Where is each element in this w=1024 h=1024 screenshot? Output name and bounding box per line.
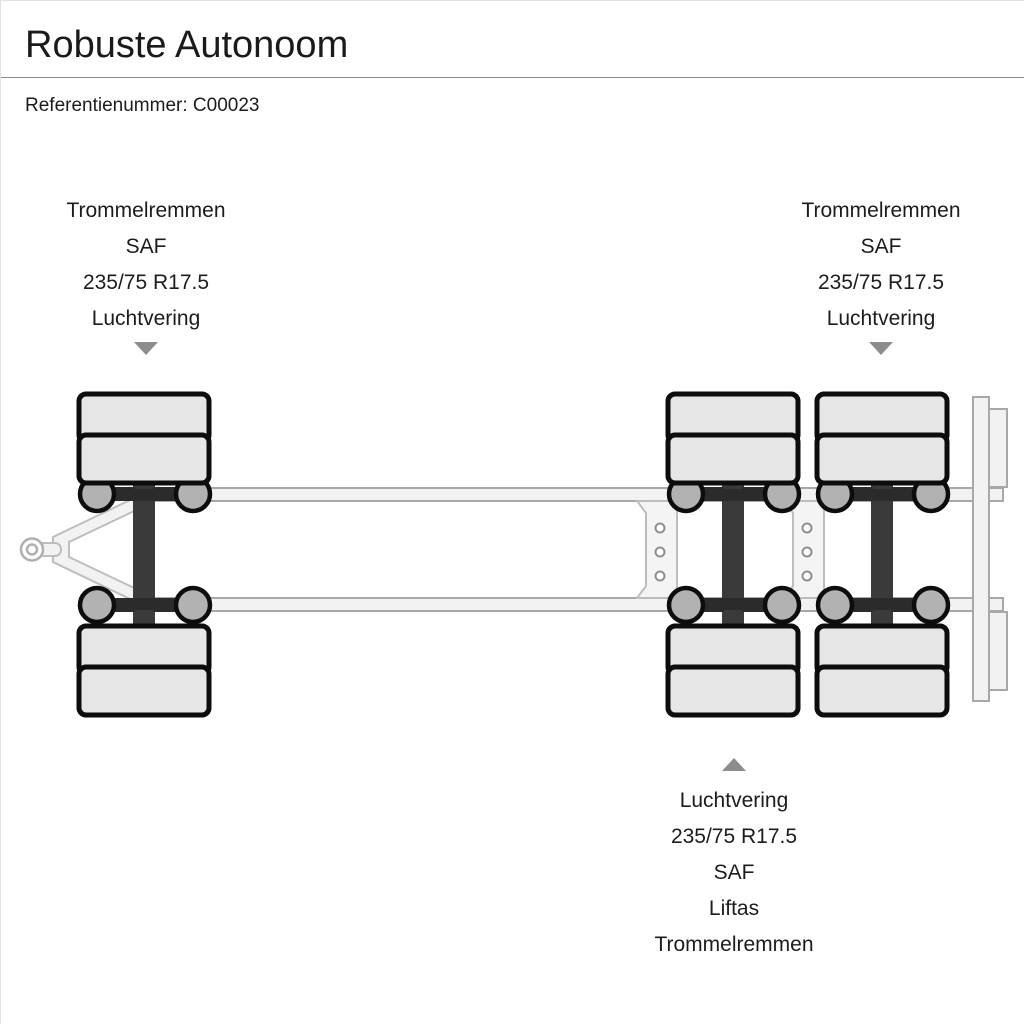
air-bellow [173,585,213,625]
spec-line-liftaxle: Liftas [708,897,760,920]
page-title: Robuste Autonoom [25,24,349,66]
air-bellow [77,585,117,625]
reference-value: C00023 [192,95,260,116]
axle-beam-upper [96,487,196,501]
bolt-hole [654,546,666,558]
triangle-down-icon [869,342,893,355]
tire [79,626,209,674]
hanger-bracket [635,500,678,599]
axle-beam-lower [96,598,196,612]
bolt-hole [654,570,666,582]
suspension-hanger-brackets [635,500,825,599]
tire [79,667,209,715]
tire [79,394,209,442]
spec-line-brakes: Trommelremmen [66,199,226,222]
spec-line-suspension: Luchtvering [679,789,789,812]
chassis-rail-upper [150,487,1004,502]
tire [817,667,947,715]
towing-eye-inner [25,543,39,556]
tire [668,626,798,674]
spec-line-suspension: Luchtvering [826,307,936,330]
drawbar-assembly [19,488,152,611]
chassis-rails [150,487,1004,612]
reference-number: Referentienummer: C00023 [25,93,259,119]
axle-group-rear-2 [815,394,951,715]
tire [817,394,947,442]
spec-line-tire-size: 235/75 R17.5 [82,271,210,294]
tire [668,435,798,483]
rear-light-block-bottom [988,611,1008,691]
axle-group-rear-1 [666,394,802,715]
hub-connector [724,467,742,489]
axle-group-front [77,394,213,715]
hub-connector [135,610,153,632]
triangle-up-icon [722,758,746,771]
hub-connector [873,467,891,489]
air-bellow [762,474,802,514]
tire [817,626,947,674]
hub-connector [135,467,153,489]
axle-shaft [133,481,155,627]
air-bellow [762,585,802,625]
hub-connector [873,610,891,632]
rear-axle-spec-label: Trommelremmen SAF 235/75 R17.5 Luchtveri… [736,193,1024,337]
axle-shaft [722,481,744,627]
chassis-rail-lower [150,597,1004,612]
air-bellow [815,585,855,625]
tire [668,667,798,715]
axle-shaft [871,481,893,627]
axle-beam-lower [834,598,934,612]
triangle-down-icon [134,342,158,355]
bolt-hole [654,522,666,534]
towing-eye-outer [19,537,45,562]
air-bellow [911,585,951,625]
hub-connector [724,610,742,632]
spec-line-brand: SAF [125,235,167,258]
drawbar-shank [30,542,62,557]
tire [817,435,947,483]
tire [79,435,209,483]
drawbar-a-frame [52,488,152,611]
bolt-hole [801,546,813,558]
axle-beam-lower [685,598,785,612]
axle-beam-upper [685,487,785,501]
spec-line-brakes: Trommelremmen [654,933,814,956]
bolt-hole [801,522,813,534]
axle-beam-upper [834,487,934,501]
hanger-bracket [782,500,825,599]
air-bellow [77,474,117,514]
air-bellow [173,474,213,514]
bogie-spec-label: Luchtvering 235/75 R17.5 SAF Liftas Trom… [589,783,879,963]
front-axle-spec-label: Trommelremmen SAF 235/75 R17.5 Luchtveri… [1,193,291,337]
air-bellow [666,585,706,625]
rear-light-block-top [988,408,1008,488]
air-bellow [815,474,855,514]
tire [668,394,798,442]
air-bellow [666,474,706,514]
bolt-hole [801,570,813,582]
spec-line-tire-size: 235/75 R17.5 [817,271,945,294]
reference-label: Referentienummer: [25,95,188,116]
rear-end-assembly [972,396,1008,702]
spec-line-brand: SAF [860,235,902,258]
air-bellow [911,474,951,514]
spec-line-tire-size: 235/75 R17.5 [670,825,798,848]
header-divider [1,77,1024,78]
spec-line-brand: SAF [713,861,755,884]
rear-crossbeam [972,396,990,702]
spec-line-suspension: Luchtvering [91,307,201,330]
spec-line-brakes: Trommelremmen [801,199,961,222]
